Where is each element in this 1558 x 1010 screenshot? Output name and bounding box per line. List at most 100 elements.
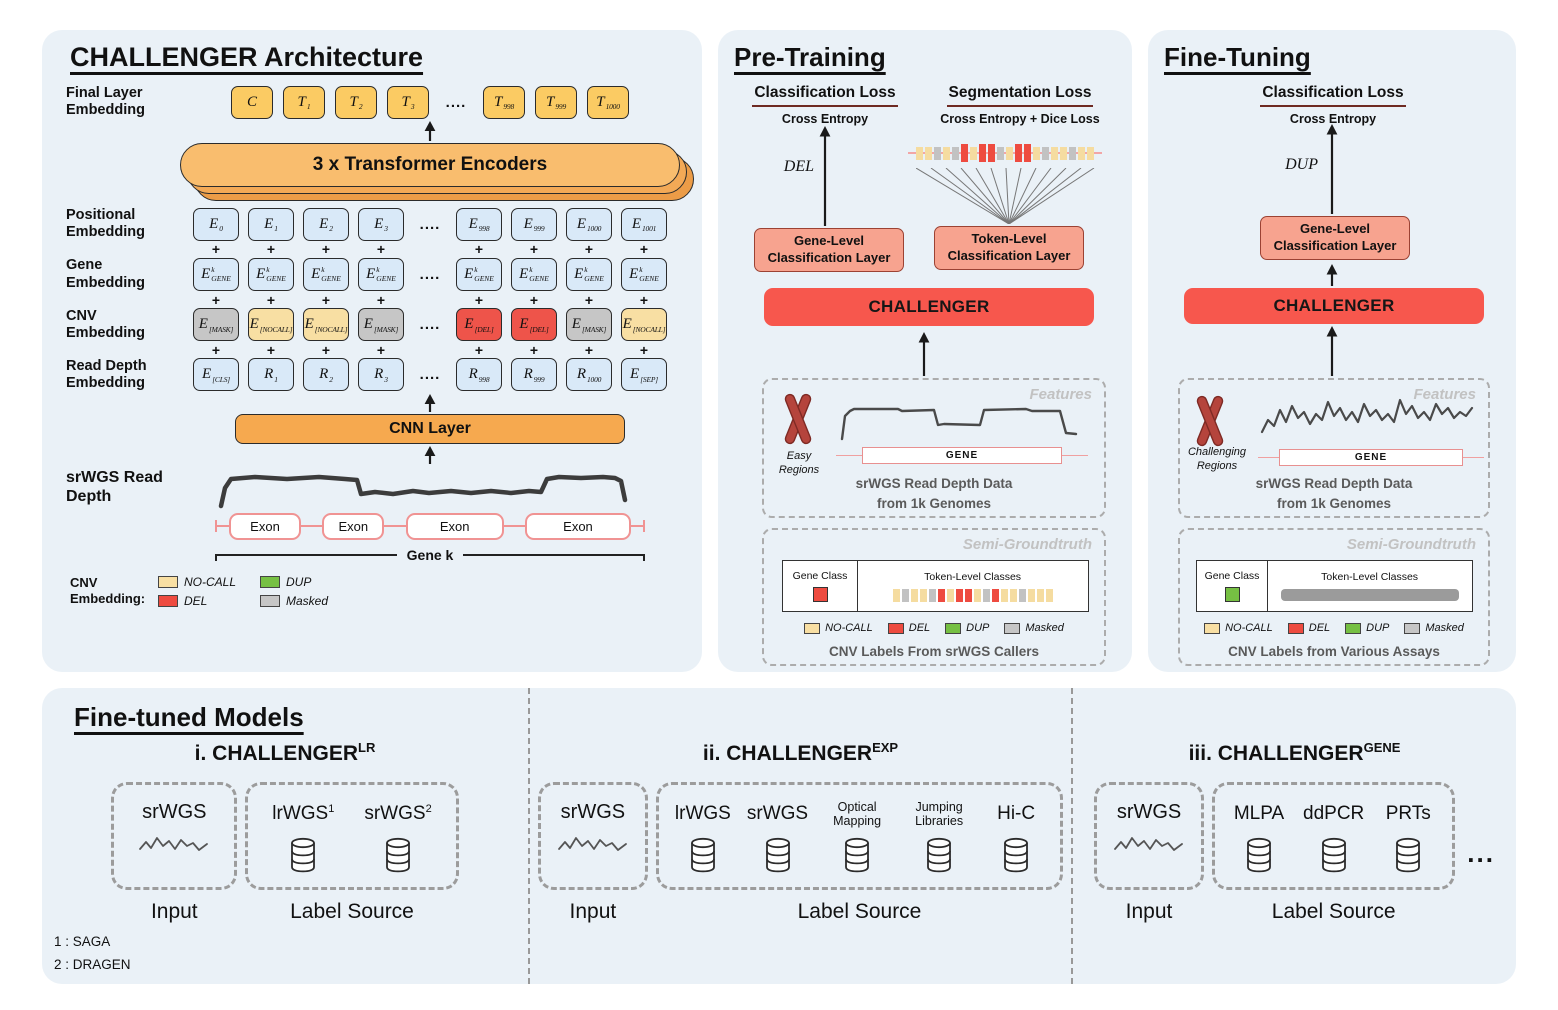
legend-item: DUP — [260, 575, 328, 589]
source-label: MLPA — [1233, 803, 1285, 824]
model-heading: i. CHALLENGERLR — [195, 740, 376, 766]
plus-sign: + — [266, 291, 276, 308]
token-chip — [997, 146, 1004, 160]
plus-sign: + — [584, 291, 594, 308]
source-caption: Label Source — [1271, 900, 1396, 923]
groundtruth-row: Gene Class Token-Level Classes — [782, 560, 1089, 612]
token-chip — [910, 588, 918, 602]
source-item: lrWGS — [675, 797, 731, 879]
legend-item: Masked — [260, 594, 328, 608]
plus-sign: + — [321, 291, 331, 308]
classification-loss-label: Classification Loss — [1260, 84, 1406, 107]
bracket-line — [463, 554, 646, 560]
plus-cells: ++++++++ — [168, 341, 692, 358]
plus-sign: + — [639, 241, 649, 258]
token-subscript: [MASK] — [373, 324, 399, 334]
token-chip — [919, 588, 927, 602]
semi-groundtruth-tag: Semi-Groundtruth — [962, 536, 1092, 553]
legend-chip — [260, 595, 281, 608]
legend-label: DEL — [908, 622, 931, 634]
token-letter: E — [630, 366, 640, 383]
legend-label: Masked — [1425, 622, 1464, 634]
arrow-up-icon — [424, 121, 436, 142]
source-label: Optical Mapping — [833, 799, 882, 828]
input-caption: Input — [569, 900, 617, 923]
input-caption: Input — [1125, 900, 1173, 923]
model-heading: iii. CHALLENGERGENE — [1189, 740, 1401, 766]
plus-sign: + — [584, 341, 594, 358]
token-chip — [1018, 588, 1026, 602]
source-label: ddPCR — [1303, 803, 1365, 824]
embedding-cells: E[MASK]E[NOCALL]E[NOCALL]E[MASK]....E[DE… — [168, 308, 692, 342]
token-chip — [1009, 588, 1017, 602]
legend-chip — [945, 622, 962, 634]
token-subscript: 999 — [533, 224, 545, 234]
signal-row: srWGS Read Depth — [56, 466, 692, 510]
token-letter: E — [366, 266, 376, 283]
noisy-read-depth-profile — [1260, 398, 1474, 434]
token-subscript: 1000 — [605, 102, 620, 112]
database-icon — [845, 837, 870, 873]
legend-item: DEL — [1287, 622, 1330, 634]
token-letter: E — [319, 215, 329, 232]
token-classes-box: Token-Level Classes — [1266, 560, 1473, 612]
token-subscript: 1 — [306, 102, 311, 112]
gene-k-label: Gene k — [406, 547, 454, 564]
plus-sign: + — [529, 241, 539, 258]
finetuning-panel: Fine-Tuning Classification Loss Cross En… — [1148, 30, 1516, 672]
gene-level-classification-layer: Gene-Level Classification Layer — [1260, 216, 1410, 260]
token-letter: E — [198, 316, 208, 333]
footnote: 1 : SAGA — [54, 934, 111, 950]
challenging-regions-label: Challenging Regions — [1187, 446, 1247, 472]
token-letter: E — [629, 266, 639, 283]
token-subscript: 1000 — [586, 374, 602, 384]
transformer-encoders: 3 x Transformer Encoders — [180, 143, 694, 202]
legend-chip — [887, 622, 904, 634]
token-letter: E — [464, 266, 474, 283]
token-box: C — [231, 85, 273, 119]
token-chip — [1045, 588, 1053, 602]
token-subscript: 998 — [478, 374, 490, 384]
signal-label: srWGS Read Depth — [66, 469, 163, 506]
token-subscript: 999 — [533, 374, 545, 384]
source-item: ddPCR — [1303, 797, 1364, 879]
bracket-line — [215, 554, 397, 560]
source-label: lrWGS — [674, 803, 731, 824]
token-box: E[DEL] — [456, 308, 502, 342]
token-level-classification-layer: Token-Level Classification Layer — [934, 226, 1084, 270]
segmentation-loss-sub: Cross Entropy + Dice Loss — [940, 112, 1100, 126]
ellipsis: .... — [419, 215, 441, 233]
token-letter: R — [468, 366, 478, 383]
legend-chip — [1345, 622, 1362, 634]
token-subscript: 0 — [219, 224, 223, 234]
source-label: Jumping Libraries — [915, 799, 964, 828]
token-chip — [901, 588, 909, 602]
features-box: Features Easy Regions GENE srWGS Read De… — [762, 378, 1106, 518]
challenger-model-box: CHALLENGER — [764, 288, 1094, 326]
plus-row: ++++++++ — [56, 291, 692, 308]
token-letter: E — [464, 316, 474, 333]
transformer-row: 3 x Transformer Encoders — [56, 143, 694, 205]
gene-class-box: Gene Class — [1196, 560, 1268, 612]
token-letter: E — [202, 366, 212, 383]
read-depth-profile — [840, 407, 1078, 441]
legend-chip — [804, 622, 821, 634]
database-icon — [690, 837, 715, 873]
input-label: srWGS — [142, 800, 207, 823]
token-letter: E — [304, 316, 314, 333]
token-chip — [1006, 146, 1013, 160]
token-subscript: 1000 — [586, 224, 602, 234]
